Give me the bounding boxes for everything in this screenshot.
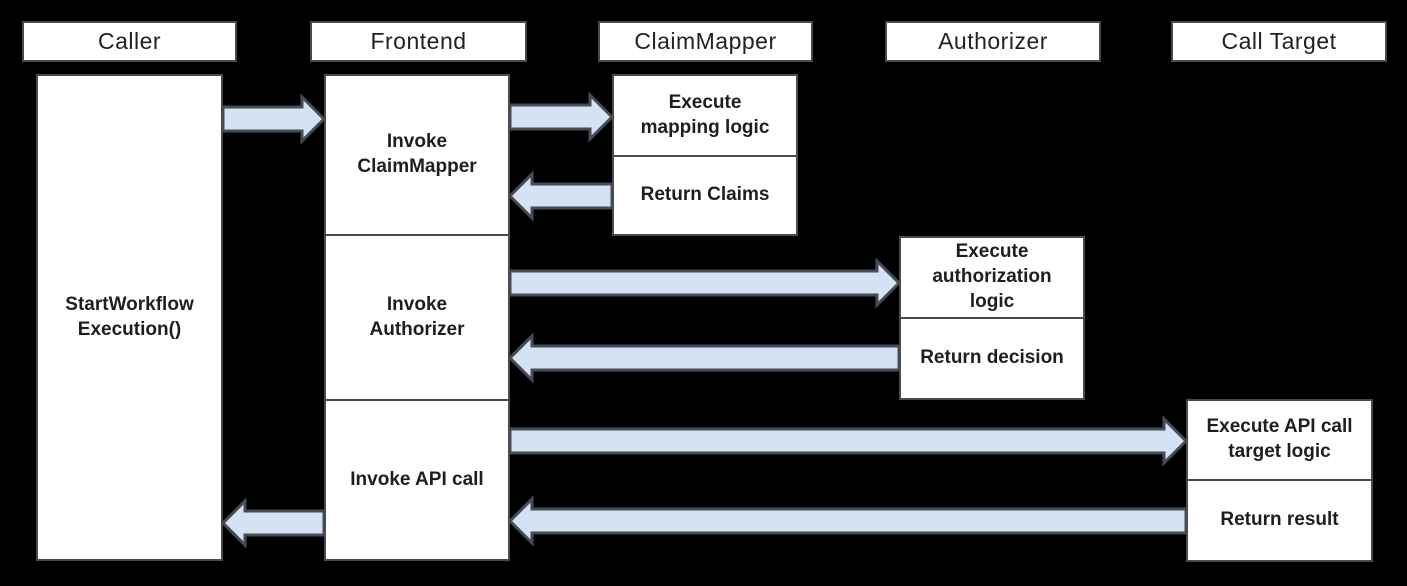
node-return-claims-label: Return Claims [640, 184, 770, 206]
node-invoke-api-call: Invoke API call [326, 399, 508, 559]
lane-header-frontend: Frontend [310, 21, 527, 62]
frontend-activity-stack: Invoke ClaimMapper Invoke Authorizer Inv… [324, 74, 510, 561]
node-startworkflow-execution-label: StartWorkflow Execution() [65, 293, 194, 340]
lane-header-calltarget-label: Call Target [1221, 28, 1337, 54]
node-return-result: Return result [1188, 479, 1371, 560]
node-execute-api-call-target-logic: Execute API call target logic [1188, 401, 1371, 479]
calltarget-activity-stack: Execute API call target logic Return res… [1186, 399, 1373, 562]
lane-header-calltarget: Call Target [1171, 21, 1387, 62]
node-execute-mapping-logic: Execute mapping logic [614, 76, 796, 155]
flow-arrow-frontend-to-authorizer [508, 257, 902, 309]
lane-header-caller-label: Caller [97, 28, 162, 54]
flow-arrow-claimmapper-to-frontend [507, 170, 614, 222]
lane-header-claimmapper-label: ClaimMapper [634, 28, 777, 54]
node-return-result-label: Return result [1220, 509, 1339, 531]
node-execute-authorization-logic-label: Execute authorization logic [932, 241, 1052, 312]
claimmapper-activity-stack: Execute mapping logic Return Claims [612, 74, 798, 236]
flow-arrow-frontend-to-caller [220, 497, 326, 549]
flow-arrow-frontend-to-calltarget [508, 415, 1189, 467]
node-invoke-claimmapper: Invoke ClaimMapper [326, 76, 508, 234]
lane-header-claimmapper: ClaimMapper [598, 21, 813, 62]
node-return-claims: Return Claims [614, 155, 796, 234]
node-execute-authorization-logic: Execute authorization logic [901, 238, 1083, 317]
node-return-decision-label: Return decision [920, 347, 1064, 369]
lane-header-frontend-label: Frontend [370, 28, 467, 54]
flow-arrow-authorizer-to-frontend [507, 332, 901, 384]
node-invoke-authorizer-label: Invoke Authorizer [369, 293, 465, 340]
node-return-decision: Return decision [901, 317, 1083, 398]
node-execute-api-call-target-logic-label: Execute API call target logic [1206, 416, 1353, 462]
node-invoke-authorizer: Invoke Authorizer [326, 234, 508, 399]
lane-header-caller: Caller [22, 21, 237, 62]
node-startworkflow-execution: StartWorkflow Execution() [36, 74, 223, 561]
flow-arrow-frontend-to-claimmapper [508, 91, 615, 143]
flow-arrow-calltarget-to-frontend [507, 495, 1188, 547]
node-execute-mapping-logic-label: Execute mapping logic [640, 91, 770, 138]
node-invoke-api-call-label: Invoke API call [350, 468, 484, 490]
authorizer-activity-stack: Execute authorization logic Return decis… [899, 236, 1085, 400]
flow-arrow-caller-to-frontend [221, 93, 327, 145]
lane-header-authorizer-label: Authorizer [938, 28, 1048, 54]
node-invoke-claimmapper-label: Invoke ClaimMapper [357, 131, 477, 177]
lane-header-authorizer: Authorizer [885, 21, 1101, 62]
